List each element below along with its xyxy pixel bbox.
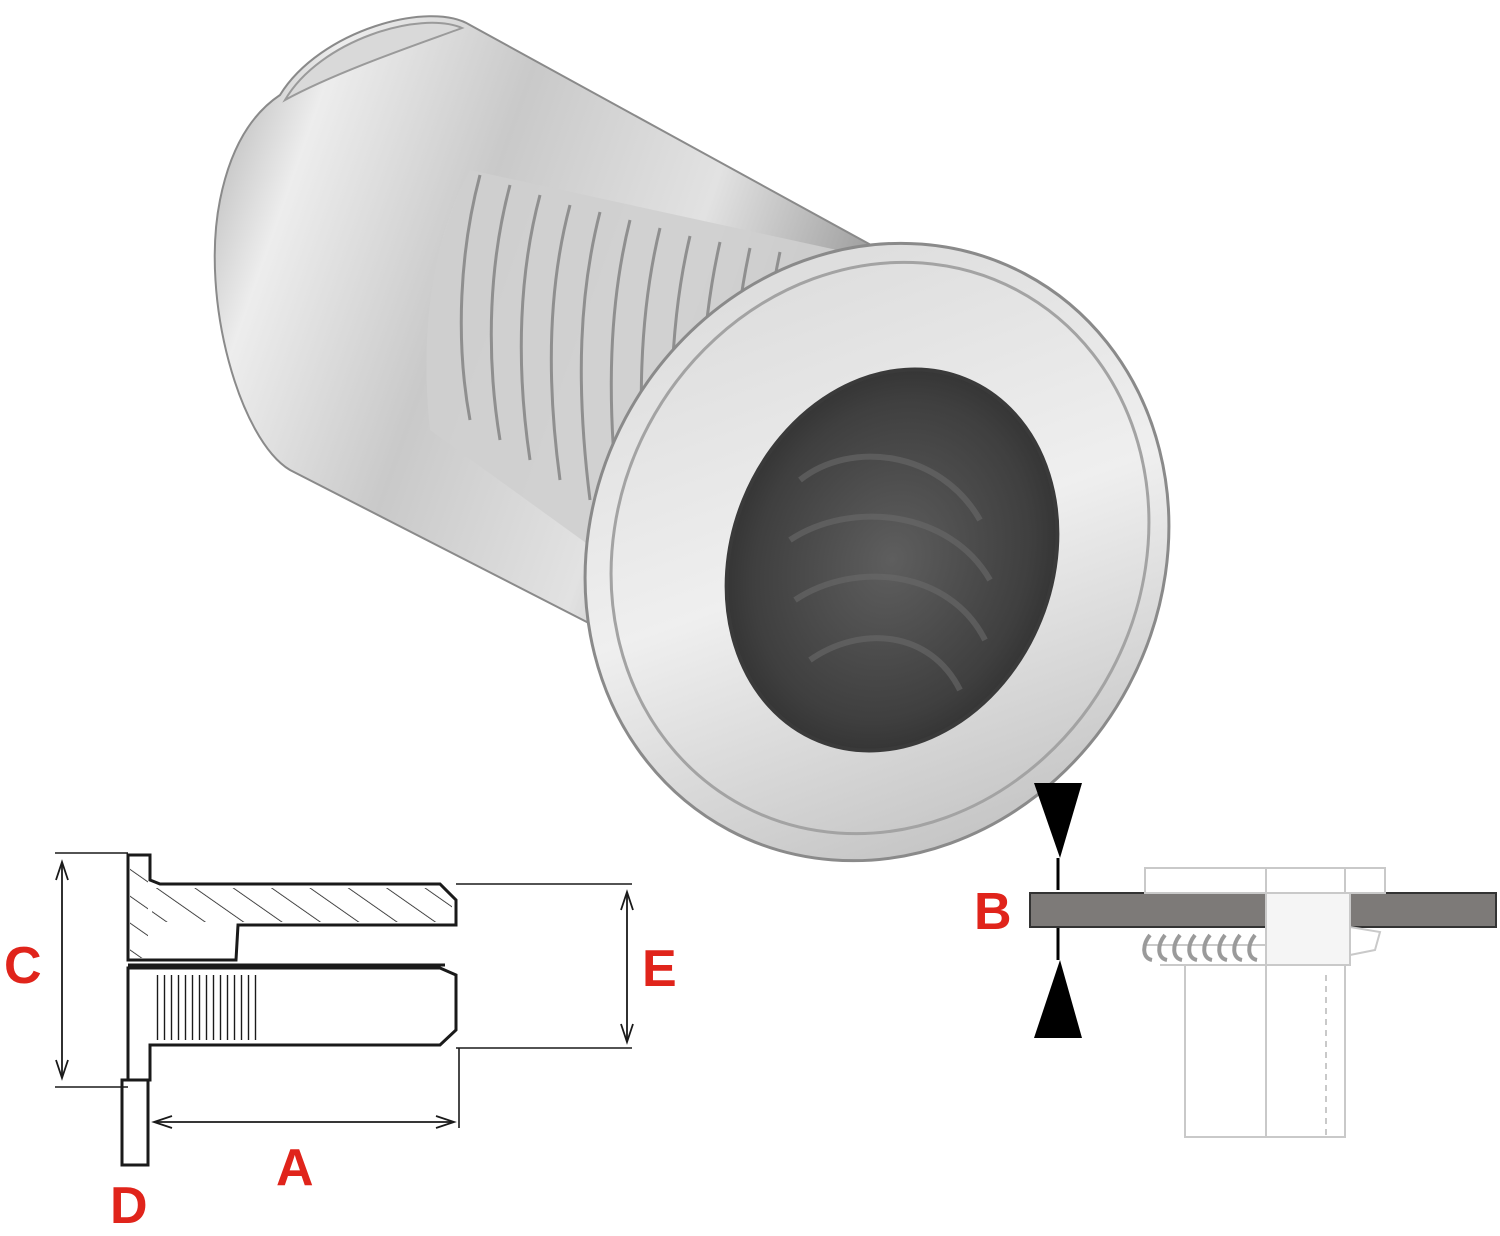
rivet-nut-rear-rim	[282, 21, 465, 103]
dimension-b-arrow-bottom	[1034, 960, 1082, 1038]
rivet-nut-thread-shading	[788, 453, 993, 692]
section-top-wall	[126, 853, 458, 962]
dimension-label-c: C	[4, 937, 42, 995]
dimension-label-a: A	[276, 1139, 314, 1197]
installed-nut	[1144, 867, 1386, 1138]
sheet-metal-right	[1349, 892, 1497, 928]
dimension-label-b: B	[974, 883, 1012, 941]
rivet-nut-illustration	[213, 15, 1171, 863]
sheet-metal-left	[1029, 892, 1267, 928]
installed-view-drawing	[1029, 783, 1497, 1138]
section-knurl	[155, 975, 260, 1040]
dimension-a-arrow-right	[435, 1115, 457, 1129]
rivet-nut-bore	[724, 367, 1060, 753]
rivet-nut-flange-edge	[609, 260, 1151, 836]
dimension-label-e: E	[642, 940, 677, 998]
dimension-label-d: D	[110, 1177, 148, 1235]
dimension-a-arrow-left	[151, 1115, 173, 1129]
section-flange-stub	[120, 1078, 150, 1167]
cross-section-drawing	[55, 852, 634, 1167]
dimension-e-arrow-top	[620, 889, 634, 911]
section-hatch-flange	[130, 858, 148, 958]
dimension-e-arrow-bottom	[620, 1023, 634, 1045]
dimension-c-arrow-top	[55, 859, 69, 881]
section-hatch-wall	[152, 888, 452, 922]
dimension-b-arrow-top	[1034, 783, 1082, 858]
installed-bulb-coils	[1142, 933, 1258, 962]
dimension-c-arrow-bottom	[55, 1059, 69, 1081]
